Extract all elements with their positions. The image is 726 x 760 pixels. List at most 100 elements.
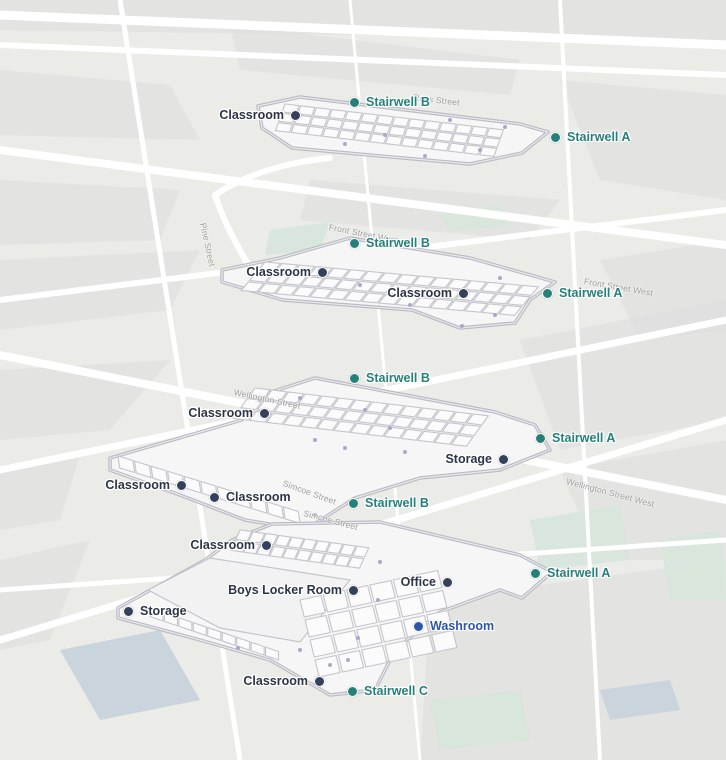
room-cell xyxy=(364,401,389,414)
poi-label: Classroom xyxy=(105,478,170,492)
poi-stairwell-a[interactable]: Stairwell A xyxy=(530,566,610,580)
room-cell xyxy=(325,118,344,130)
room-cell xyxy=(117,455,136,474)
room-marker-icon xyxy=(314,675,325,687)
room-cell xyxy=(247,531,266,544)
room-cell xyxy=(290,404,314,417)
room-cell xyxy=(233,490,252,509)
room-cell xyxy=(424,420,449,433)
room-cell xyxy=(306,406,331,419)
room-cell xyxy=(248,271,274,283)
poi-stairwell-c[interactable]: Stairwell C xyxy=(347,684,428,698)
room-dot xyxy=(358,283,362,287)
room-cell xyxy=(281,547,300,560)
poi-classroom[interactable]: Classroom xyxy=(219,108,301,122)
road xyxy=(558,0,602,760)
poi-classroom[interactable]: Classroom xyxy=(105,478,187,492)
room-cell xyxy=(274,262,299,275)
poi-boys-locker-room[interactable]: Boys Locker Room xyxy=(228,583,359,597)
poi-stairwell-a[interactable]: Stairwell A xyxy=(542,286,622,300)
poi-classroom[interactable]: Classroom xyxy=(246,265,328,279)
room-dot xyxy=(448,118,452,122)
room-cell xyxy=(163,612,178,627)
room-dot xyxy=(313,513,317,517)
poi-stairwell-a[interactable]: Stairwell A xyxy=(550,130,630,144)
poi-stairwell-b[interactable]: Stairwell B xyxy=(348,496,429,510)
room-cell xyxy=(377,293,403,305)
stairwell-marker-icon xyxy=(348,497,359,509)
city-block xyxy=(520,300,726,450)
room-cell xyxy=(419,129,438,141)
washroom-marker-icon xyxy=(413,620,424,632)
room-cell xyxy=(291,286,317,298)
poi-stairwell-b[interactable]: Stairwell B xyxy=(349,371,430,385)
poi-storage[interactable]: Storage xyxy=(123,604,187,618)
room-cell xyxy=(429,298,454,310)
room-cell xyxy=(273,402,298,415)
room-cell xyxy=(497,283,523,295)
poi-label: Stairwell B xyxy=(366,95,430,109)
room-cell xyxy=(150,465,169,484)
room-cell xyxy=(398,405,423,418)
room-cell xyxy=(334,279,360,291)
room-dot xyxy=(343,142,347,146)
room-cell xyxy=(506,294,532,306)
room-dot xyxy=(376,598,380,602)
poi-classroom[interactable]: Classroom xyxy=(209,490,291,504)
room-cell xyxy=(281,391,305,404)
city-block xyxy=(0,455,80,530)
poi-label: Storage xyxy=(140,604,187,618)
poi-storage[interactable]: Storage xyxy=(445,452,509,466)
room-cell xyxy=(299,538,318,551)
room-cell xyxy=(357,412,381,425)
room-cell xyxy=(407,634,435,658)
stairwell-marker-icon xyxy=(349,372,360,384)
room-cell xyxy=(264,389,288,402)
stairwell-marker-icon xyxy=(349,237,360,249)
poi-classroom[interactable]: Classroom xyxy=(190,538,272,552)
poi-label: Classroom xyxy=(190,538,255,552)
room-cell xyxy=(480,281,505,293)
room-dot xyxy=(493,313,497,317)
room-cell xyxy=(325,541,344,555)
room-cell xyxy=(351,545,370,558)
room-dot xyxy=(363,408,367,412)
room-cell xyxy=(441,422,465,435)
room-cell xyxy=(411,275,437,287)
poi-label: Stairwell A xyxy=(559,286,623,300)
poi-classroom[interactable]: Classroom xyxy=(188,406,270,420)
room-cell xyxy=(268,545,287,558)
room-cell xyxy=(274,122,294,133)
poi-classroom[interactable]: Classroom xyxy=(387,286,469,300)
room-cell xyxy=(351,280,377,292)
poi-washroom[interactable]: Washroom xyxy=(413,619,494,633)
park-area xyxy=(430,690,530,750)
poi-stairwell-a[interactable]: Stairwell A xyxy=(535,431,615,445)
room-cell xyxy=(454,123,473,135)
stairwell-marker-icon xyxy=(347,685,358,697)
city-block xyxy=(0,0,726,40)
poi-label: Stairwell B xyxy=(366,236,430,250)
park-area xyxy=(660,530,726,600)
room-cell xyxy=(256,261,282,273)
room-cell xyxy=(312,107,332,118)
poi-office[interactable]: Office xyxy=(401,575,453,589)
room-cell xyxy=(482,136,501,148)
room-cell xyxy=(428,277,454,289)
room-cell xyxy=(430,629,458,653)
stairwell-marker-icon xyxy=(550,131,561,143)
park-area xyxy=(530,505,630,570)
room-marker-icon xyxy=(498,453,509,465)
room-cell xyxy=(374,414,398,427)
poi-stairwell-b[interactable]: Stairwell B xyxy=(349,95,430,109)
room-cell xyxy=(355,624,383,648)
poi-label: Classroom xyxy=(387,286,452,300)
room-cell xyxy=(400,428,424,441)
poi-classroom[interactable]: Classroom xyxy=(243,674,325,688)
room-cell xyxy=(403,285,428,297)
water-area xyxy=(600,680,680,720)
poi-label: Stairwell C xyxy=(364,684,428,698)
stairwell-marker-icon xyxy=(542,287,553,299)
poi-stairwell-b[interactable]: Stairwell B xyxy=(349,236,430,250)
